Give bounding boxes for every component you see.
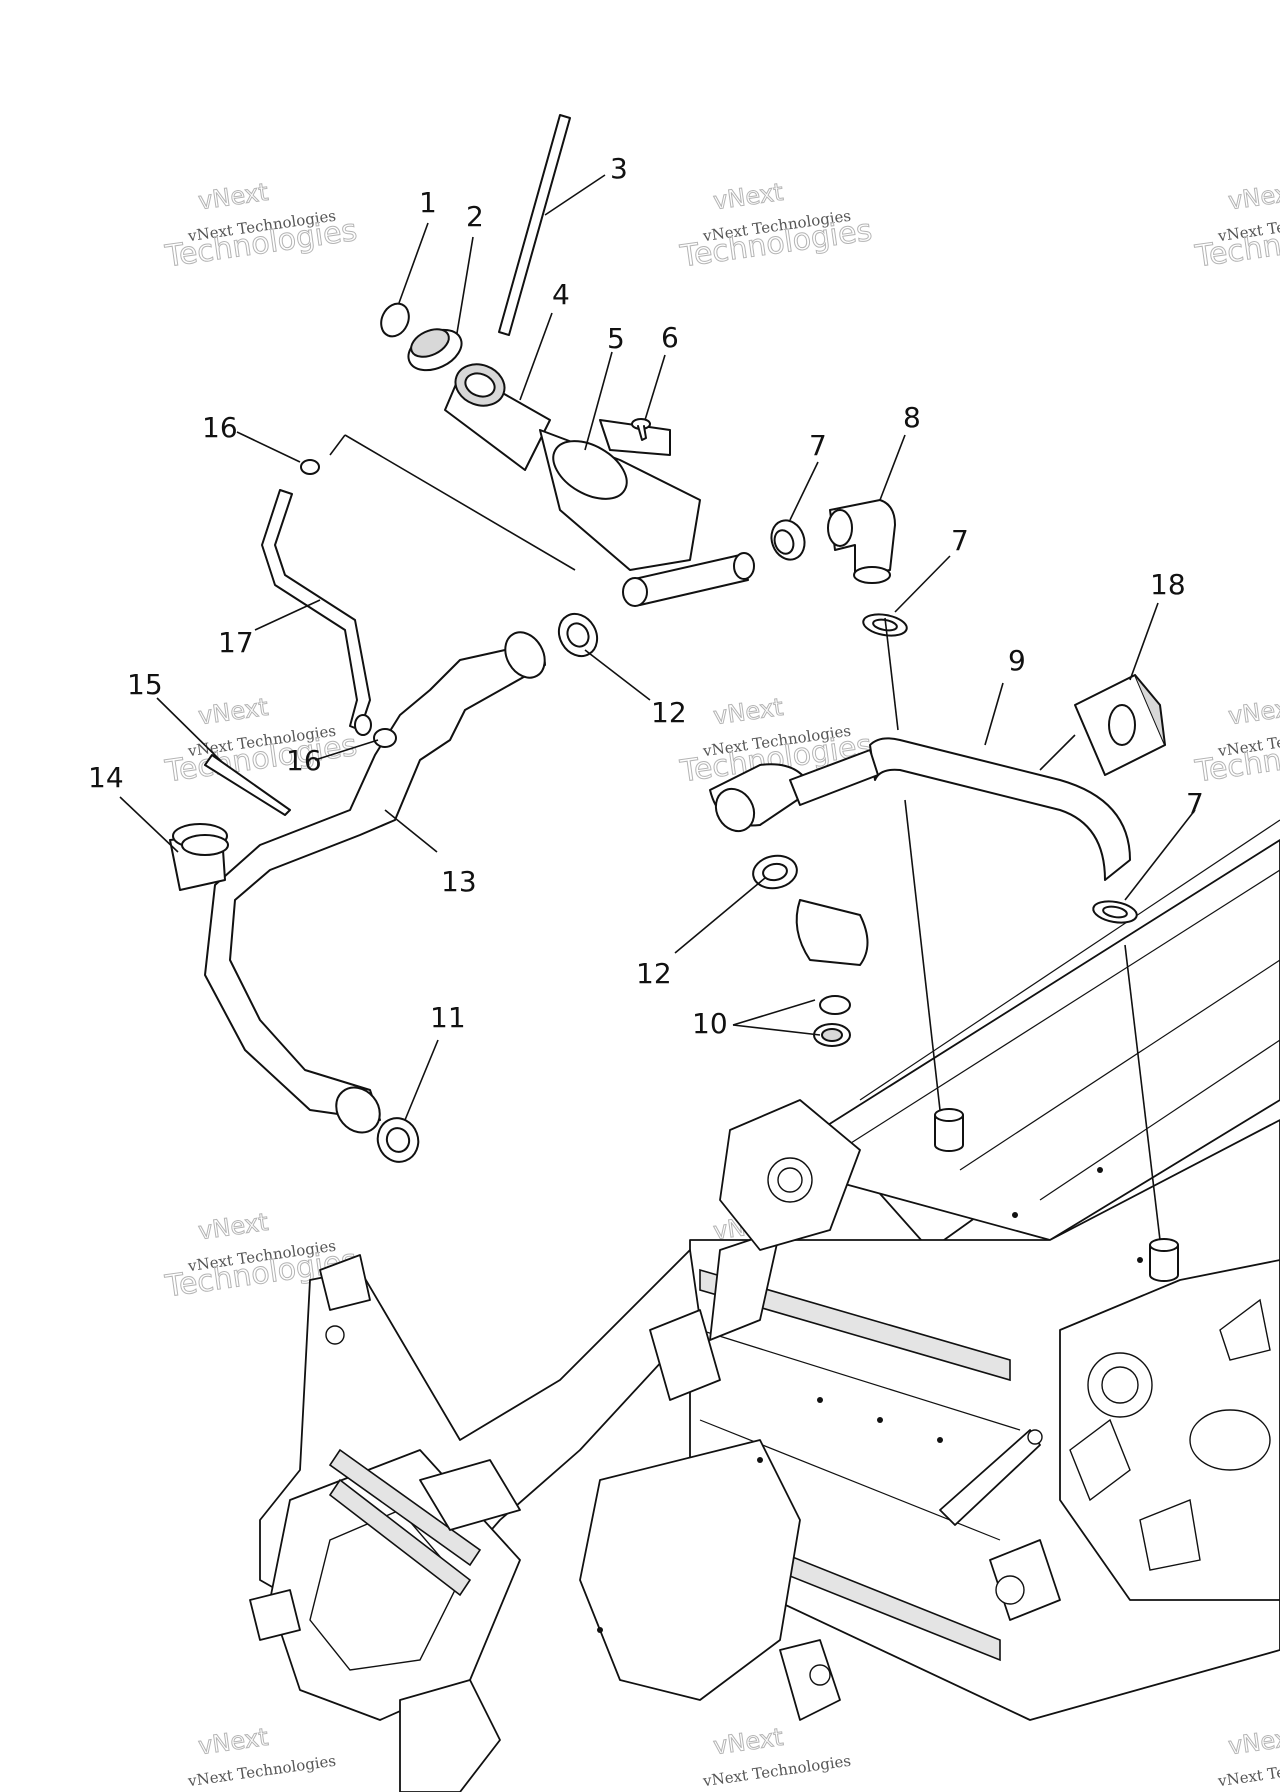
callout-5: 5: [607, 322, 625, 355]
svg-text:vNext: vNext: [197, 178, 270, 215]
svg-text:vNext: vNext: [197, 693, 270, 730]
part-14-fitting: [169, 823, 229, 891]
part-3-tube: [498, 114, 571, 336]
watermark: vNext vNext Technologies Technologies: [162, 177, 360, 275]
svg-text:vNext: vNext: [197, 1208, 270, 1245]
part-9-hose: [869, 737, 1131, 881]
part-12-clamp: [557, 612, 599, 658]
svg-text:vNext: vNext: [712, 1723, 785, 1760]
callout-6: 6: [661, 321, 679, 354]
part-5-tank: [539, 419, 755, 607]
callout-7b: 7: [951, 524, 969, 557]
callout-10: 10: [692, 1007, 728, 1040]
part-6-screw: [631, 418, 651, 441]
part-10-thermostat: [795, 899, 869, 1047]
callout-7a: 7: [809, 429, 827, 462]
callout-9: 9: [1008, 644, 1026, 677]
svg-text:vNext: vNext: [1227, 693, 1280, 730]
svg-text:vNext: vNext: [712, 693, 785, 730]
callout-3: 3: [610, 152, 628, 185]
part-7-clamp: [862, 613, 908, 637]
part-11-clamp: [376, 1117, 420, 1163]
watermark: vNext vNext Technologies: [1216, 1722, 1280, 1790]
watermark: vNext vNext Technologies: [701, 1722, 852, 1790]
watermark: vNext vNext Technologies Technologies: [1192, 177, 1280, 275]
part-9-hose-neck: [789, 749, 879, 806]
callout-15: 15: [127, 668, 163, 701]
part-4-filler-neck: [444, 363, 551, 471]
part-12-clamp: [752, 854, 798, 890]
callout-1: 1: [419, 186, 437, 219]
callout-11: 11: [430, 1001, 466, 1034]
callout-7c: 7: [1186, 787, 1204, 820]
callout-8: 8: [903, 401, 921, 434]
part-18-block: [1074, 674, 1166, 776]
callout-16a: 16: [202, 411, 238, 444]
svg-text:vNext: vNext: [712, 178, 785, 215]
part-7-clamp: [770, 519, 806, 561]
callout-14: 14: [88, 761, 124, 794]
part-7-clamp: [1092, 900, 1138, 924]
svg-text:vNext: vNext: [1227, 1723, 1280, 1760]
svg-text:vNext: vNext: [1227, 178, 1280, 215]
callout-12b: 12: [636, 957, 672, 990]
callout-18: 18: [1150, 568, 1186, 601]
callout-16b: 16: [286, 744, 322, 777]
part-16-clamp: [373, 728, 397, 748]
callout-13: 13: [441, 865, 477, 898]
part-2-cap: [407, 328, 463, 372]
leader-lines: [119, 174, 1196, 1241]
callout-12a: 12: [651, 696, 687, 729]
callout-4: 4: [552, 278, 570, 311]
part-1-seal: [380, 302, 410, 338]
callout-labels: 1 2 3 4 5 6 7 7 7 8 9 10 11 12 12 13 14 …: [88, 152, 1204, 1040]
watermark: vNext vNext Technologies Technologies: [677, 177, 875, 275]
callout-17: 17: [218, 626, 254, 659]
callout-2: 2: [466, 200, 484, 233]
part-15-strap: [204, 754, 291, 816]
part-8-elbow: [827, 499, 896, 584]
chassis-frame: [249, 819, 1280, 1792]
part-17-hose: [261, 489, 371, 731]
watermark: vNext vNext Technologies Technologies: [162, 692, 360, 790]
watermark: vNext vNext Technologies Technologies: [1192, 692, 1280, 790]
svg-text:vNext: vNext: [197, 1723, 270, 1760]
watermark: vNext vNext Technologies: [186, 1722, 337, 1790]
part-16-clamp: [300, 459, 320, 475]
